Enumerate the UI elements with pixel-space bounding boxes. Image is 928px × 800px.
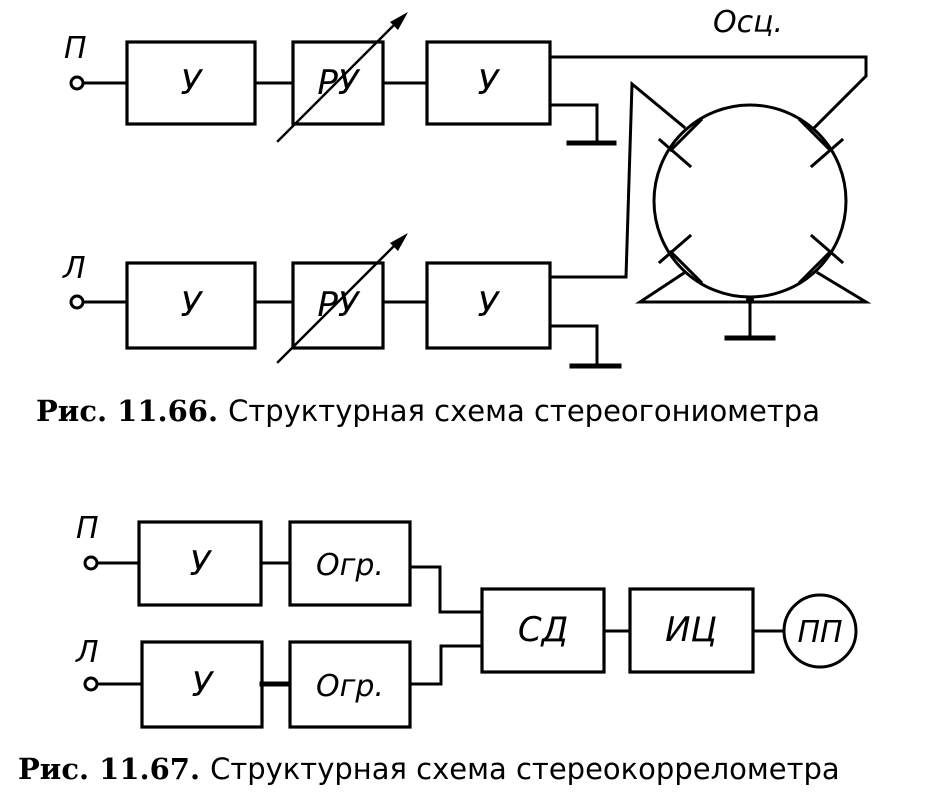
deflection-plate (668, 249, 704, 285)
meter-symbol (782, 593, 858, 669)
oscilloscope-symbol (634, 103, 872, 341)
stereogoniometer-diagram: П У РУ У Осц. Л У РУ У (36, 5, 872, 428)
deflection-plate (657, 137, 693, 169)
variable-arrow-line (276, 22, 397, 143)
caption-text: Структурная схема стереогониометра (228, 394, 820, 428)
deflection-plate (809, 233, 845, 265)
limiter-label: Огр. (316, 548, 384, 583)
input-label-top: П (64, 31, 87, 66)
input-terminal-bottom (69, 294, 85, 310)
input-label-bottom: Л (62, 251, 86, 286)
input-label-top: П (76, 511, 99, 546)
oscilloscope-label: Осц. (713, 5, 783, 40)
variable-arrow-line (276, 243, 397, 364)
amplifier-label: У (181, 63, 204, 103)
caption-text: Структурная схема стереокоррелометра (210, 752, 840, 786)
amplifier-label: У (192, 665, 215, 705)
input-terminal-top (69, 75, 85, 91)
limiter-label: Огр. (316, 669, 384, 704)
input-terminal-top (83, 555, 99, 571)
ground-wire-top (548, 103, 599, 145)
junction-dot (746, 296, 754, 304)
gain-control-block-bottom (291, 261, 385, 350)
deflection-plate (797, 249, 833, 285)
stereocorrelometer-diagram: П У Огр. Л У Огр. СД ИЦ ПП Рис. 11.67 (18, 511, 858, 786)
amplifier-label: У (190, 544, 213, 584)
amplifier-block-bottom-2 (425, 261, 552, 350)
integrator-label: ИЦ (665, 610, 717, 650)
wire-to-scope-top (548, 55, 868, 130)
deflection-plate (809, 137, 845, 169)
wire-to-sd-top (408, 565, 484, 614)
integrator-block (628, 587, 755, 674)
amplifier-label: У (478, 63, 501, 103)
gain-control-label: РУ (317, 63, 361, 103)
ground-wire-bottom (548, 324, 599, 367)
figure-caption-1167: Рис. 11.67. Структурная схема стереокорре… (18, 752, 840, 786)
caption-number: Рис. 11.67. (18, 752, 200, 786)
caption-number: Рис. 11.66. (36, 394, 218, 428)
amplifier-label: У (478, 285, 501, 325)
deflection-plate (668, 117, 704, 153)
figure-caption-1166: Рис. 11.66. Структурная схема стереогонио… (36, 394, 820, 428)
wire-to-scope-left (548, 80, 687, 279)
amplifier-label: У (181, 285, 204, 325)
deflection-plate (797, 117, 833, 153)
limiter-block-top (288, 520, 412, 607)
amplifier-block-top-2 (425, 40, 552, 126)
deflection-plate (657, 233, 693, 265)
gain-control-label: РУ (317, 285, 361, 325)
meter-label: ПП (797, 615, 842, 650)
variable-arrow-head (390, 12, 408, 30)
amplifier-block-bottom-1 (125, 261, 257, 350)
scope-screen (652, 103, 848, 299)
amplifier-block-top (137, 520, 263, 607)
wire-to-sd-bottom (408, 644, 484, 686)
variable-arrow-head (390, 233, 408, 251)
input-label-bottom: Л (75, 635, 99, 670)
sync-detector-label: СД (518, 610, 568, 650)
input-terminal-bottom (83, 676, 99, 692)
